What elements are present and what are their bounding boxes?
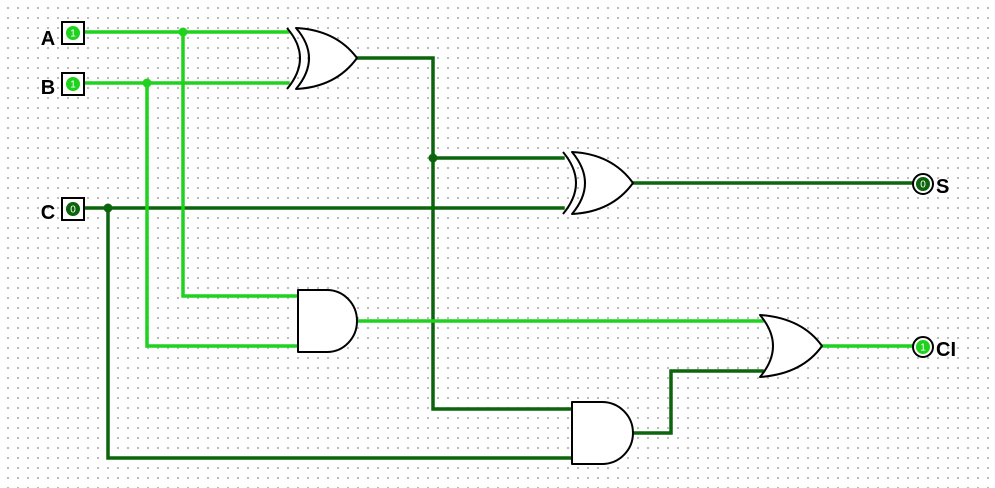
input-b-label: B — [41, 77, 55, 99]
xor-gate-2[interactable] — [562, 151, 634, 215]
output-pin-ci[interactable]: 1 — [912, 336, 934, 358]
wire-xor1-out — [355, 56, 574, 411]
wire-c-to-and2 — [106, 206, 574, 460]
wire-a-to-and1 — [181, 30, 300, 298]
junction-a — [178, 27, 188, 37]
input-pin-a[interactable]: 1 — [61, 21, 85, 45]
output-s-label: S — [936, 176, 949, 198]
output-s-value: 0 — [920, 180, 926, 191]
junction-b — [142, 78, 152, 88]
junction-xor1 — [428, 153, 438, 163]
input-a-label: A — [41, 28, 55, 50]
input-pin-c[interactable]: 0 — [61, 197, 85, 221]
output-ci-value: 1 — [920, 343, 926, 354]
and-gate-1[interactable] — [297, 289, 358, 353]
output-ci-label: CI — [936, 339, 956, 361]
or-gate[interactable] — [759, 314, 823, 378]
and-gate-2[interactable] — [571, 401, 634, 465]
input-b-value: 1 — [70, 80, 76, 91]
wire-and2-out — [631, 369, 764, 435]
xor-gate-1[interactable] — [286, 27, 358, 90]
input-c-label: C — [41, 202, 55, 224]
input-c-value: 0 — [70, 205, 76, 216]
input-pin-b[interactable]: 1 — [61, 72, 85, 96]
input-a-value: 1 — [70, 29, 76, 40]
output-pin-s[interactable]: 0 — [912, 173, 934, 195]
wire-b-to-and1 — [145, 81, 300, 348]
junction-c — [103, 203, 113, 213]
